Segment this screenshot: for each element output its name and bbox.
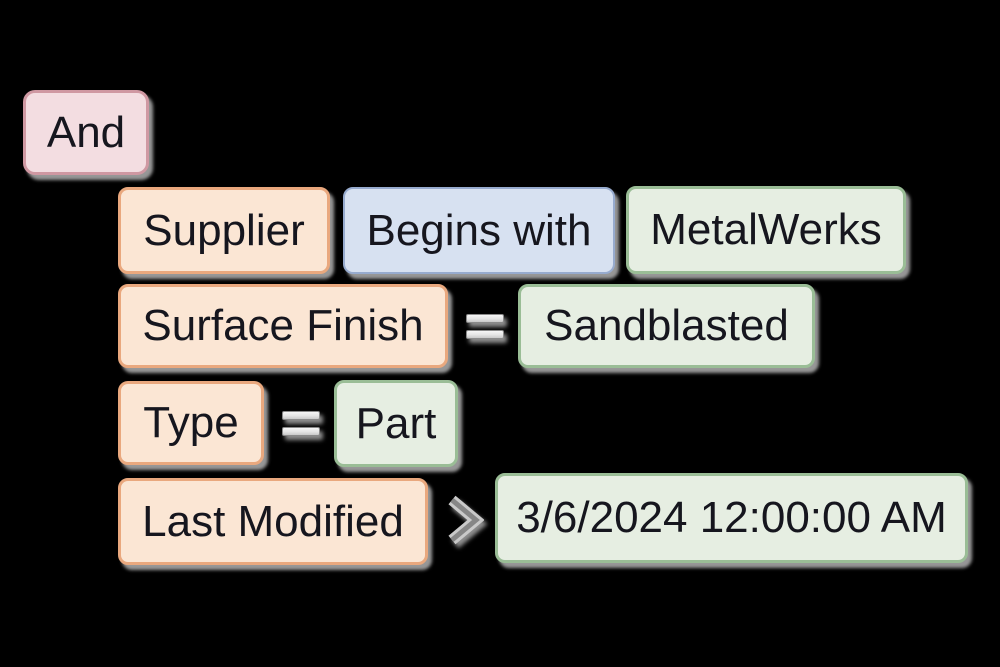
condition-value-sandblasted[interactable]: Sandblasted <box>518 284 815 368</box>
condition-field-supplier[interactable]: Supplier <box>118 187 330 274</box>
equals-bar-bottom <box>282 427 320 436</box>
condition-field-surface-finish[interactable]: Surface Finish <box>118 284 448 368</box>
greater-than-operator-icon[interactable] <box>446 492 485 555</box>
equals-operator-icon[interactable] <box>282 411 320 436</box>
equals-bar-bottom <box>466 330 504 339</box>
equals-operator-icon[interactable] <box>466 314 504 339</box>
equals-bar-top <box>466 314 504 323</box>
condition-operator-begins-with[interactable]: Begins with <box>343 187 615 274</box>
equals-bar-top <box>282 411 320 420</box>
condition-value-last-modified-date[interactable]: 3/6/2024 12:00:00 AM <box>495 473 968 563</box>
condition-field-last-modified[interactable]: Last Modified <box>118 478 428 565</box>
condition-field-type[interactable]: Type <box>118 381 264 465</box>
group-operator-and[interactable]: And <box>23 90 149 175</box>
condition-value-part[interactable]: Part <box>334 380 458 467</box>
condition-value-metalwerks[interactable]: MetalWerks <box>626 186 906 274</box>
